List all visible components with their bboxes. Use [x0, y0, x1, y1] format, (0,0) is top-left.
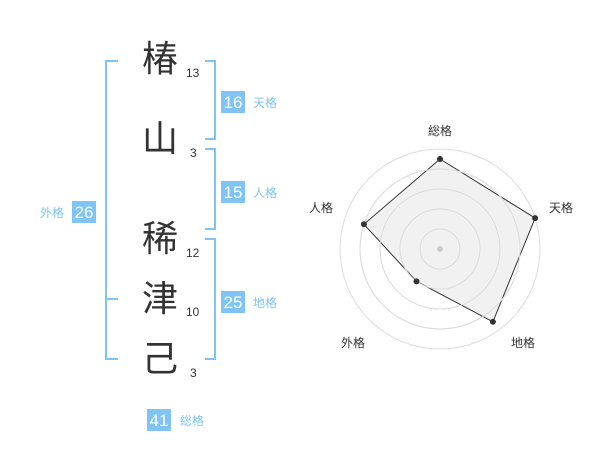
name-char-3: 稀 [141, 219, 178, 260]
jinkaku-label: 人格 [253, 186, 278, 200]
radar-grid-ring-5 [339, 148, 541, 350]
radar-point-5 [360, 221, 367, 228]
radar-point-3 [489, 318, 496, 325]
soukaku-score: 41 [147, 409, 171, 431]
name-char-2: 山 [141, 119, 178, 160]
chikaku-bracket [205, 238, 216, 360]
radar-inner-ring-3 [379, 188, 501, 310]
gaikaku-bracket [105, 60, 118, 360]
jinkaku-score: 15 [221, 181, 245, 203]
stroke-count-4: 10 [186, 305, 200, 319]
tenkaku-bracket [205, 60, 216, 140]
radar-point-2 [532, 215, 539, 222]
stroke-count-3: 12 [186, 246, 200, 260]
chikaku-label: 地格 [253, 296, 278, 310]
tenkaku-score: 16 [221, 91, 245, 113]
chikaku-score: 25 [221, 291, 245, 313]
gaikaku-label: 外格 [40, 206, 65, 220]
jinkaku-bracket [205, 148, 216, 230]
radar-axis-label-jinkaku: 人格 [309, 201, 334, 215]
radar-center-dot [437, 246, 443, 252]
name-breakdown-panel: 椿 13 山 3 稀 12 津 10 己 3 16 天格 15 人格 25 地格… [40, 39, 278, 431]
radar-axis-label-chikaku: 地格 [511, 336, 536, 350]
tenkaku-label: 天格 [253, 96, 278, 110]
stroke-count-5: 3 [190, 366, 197, 380]
radar-point-1 [437, 156, 443, 162]
radar-inner-ring-4 [359, 168, 521, 330]
stroke-count-1: 13 [186, 66, 200, 80]
radar-point-4 [413, 278, 420, 285]
radar-axis-label-gaikaku: 外格 [341, 336, 366, 350]
name-char-5: 己 [141, 339, 178, 380]
gaikaku-score: 26 [72, 201, 96, 223]
radar-inner-ring-1 [419, 228, 461, 270]
name-char-1: 椿 [141, 39, 178, 80]
radar-data-polygon [363, 158, 536, 323]
fortune-radar-chart [339, 148, 541, 350]
radar-inner-ring-2 [399, 208, 481, 290]
radar-axis-label-soukaku: 総格 [428, 124, 453, 138]
name-char-4: 津 [141, 279, 178, 320]
soukaku-label: 総格 [180, 414, 205, 428]
bracket-lines [105, 60, 216, 360]
radar-axis-label-tenkaku: 天格 [549, 201, 574, 215]
stroke-count-2: 3 [190, 146, 197, 160]
